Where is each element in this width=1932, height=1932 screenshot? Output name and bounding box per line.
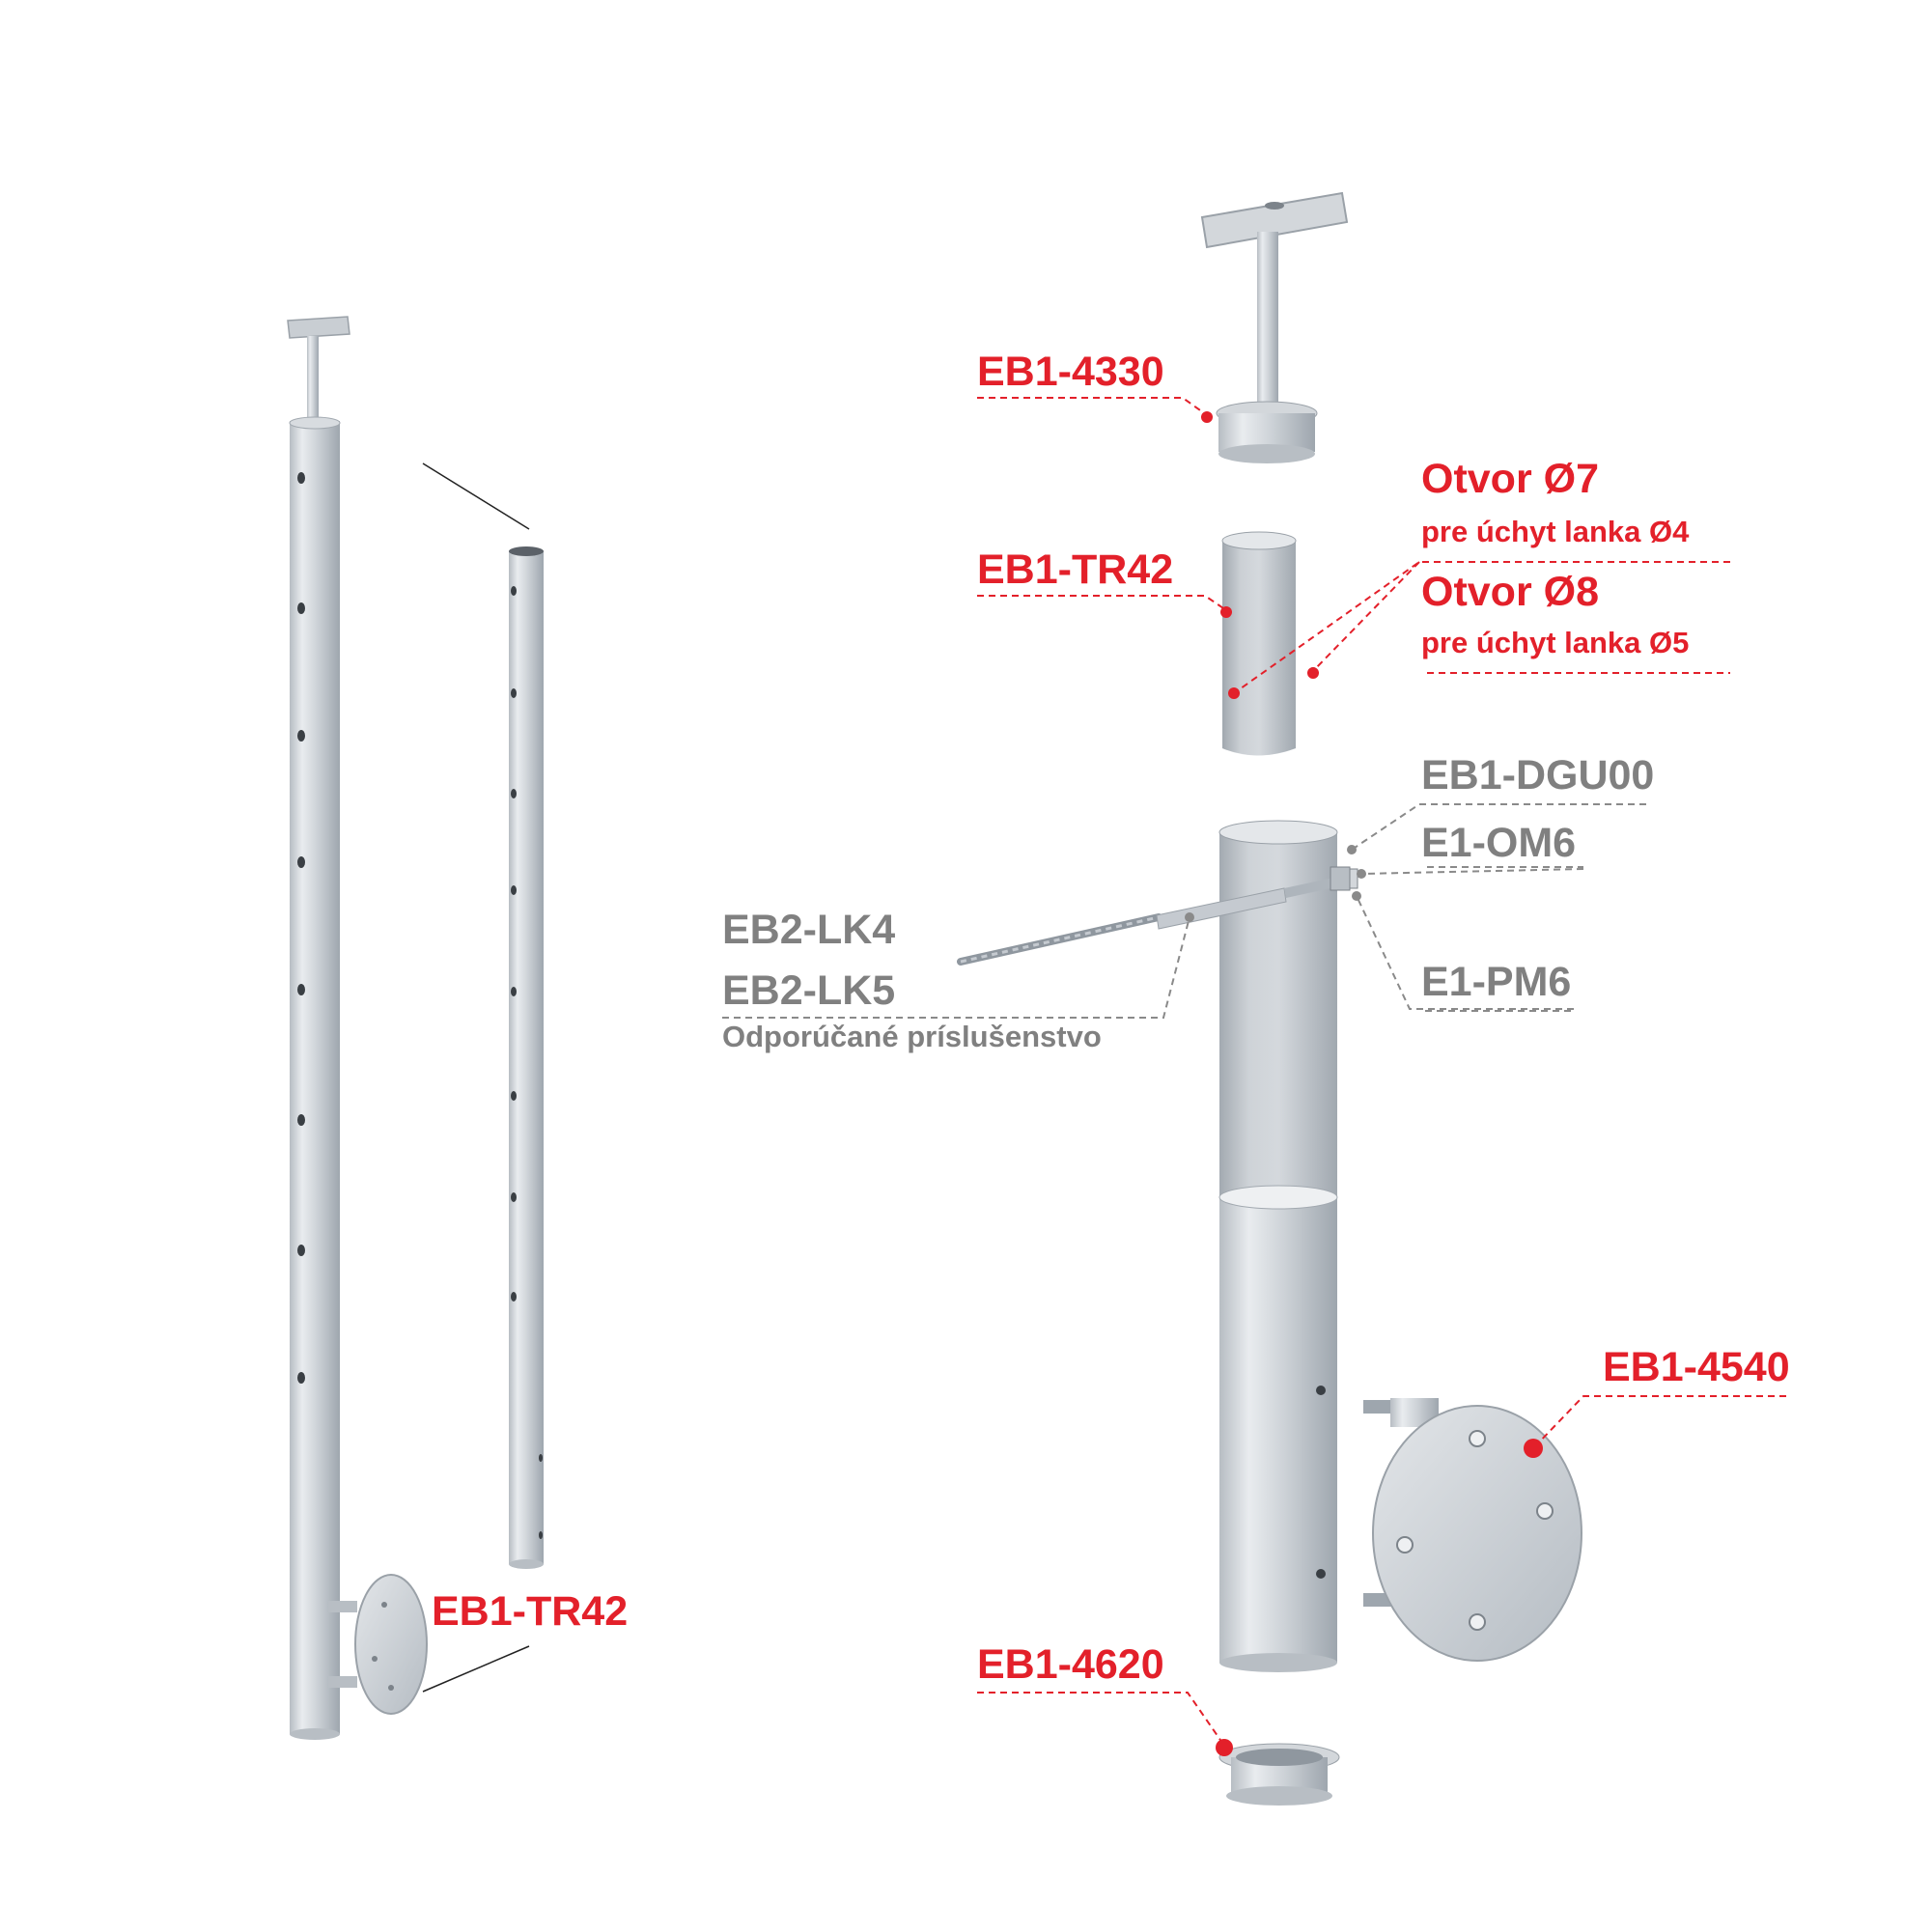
leader-4330 (977, 397, 1208, 416)
label-hole7-title: Otvor Ø7 (1421, 456, 1599, 502)
label-handrail-holder: EB1-4330 (977, 349, 1164, 395)
handrail-stem-small (307, 336, 319, 421)
post-tube (290, 421, 340, 1734)
label-lk4: EB2-LK4 (722, 907, 896, 953)
leader-om6 (1360, 868, 1584, 875)
leader-cable (722, 916, 1190, 1019)
leader-dgu (1351, 803, 1646, 851)
label-left-post: EB1-TR42 (432, 1588, 629, 1635)
tube-cable-holes (511, 586, 543, 1539)
main-tube (1218, 820, 1338, 1672)
label-lk5: EB2-LK5 (722, 967, 896, 1014)
label-dgu: EB1-DGU00 (1421, 752, 1655, 798)
gray-callout-dots (1185, 845, 1366, 922)
leader-4540 (1532, 1395, 1786, 1449)
leader-pm6 (1356, 895, 1574, 1010)
handrail-saddle-small (287, 316, 350, 339)
leader-holes-mid (1312, 561, 1420, 672)
label-hole8-title: Otvor Ø8 (1421, 569, 1599, 615)
label-pm6: E1-PM6 (1421, 959, 1572, 1005)
post-cable-holes (297, 472, 305, 1384)
assembled-post (287, 316, 428, 1740)
label-hole8-sub: pre úchyt lanka Ø5 (1421, 626, 1690, 659)
flange-arm-top (328, 1601, 357, 1612)
leader-tr42 (977, 595, 1227, 611)
detail-line-top (422, 462, 530, 530)
wall-flange-small (354, 1574, 428, 1715)
end-cap (1218, 1743, 1340, 1806)
callout-dots (1201, 411, 1543, 1756)
wall-flange (1363, 1398, 1582, 1662)
flange-arm-bottom (328, 1676, 357, 1688)
label-hole7-sub: pre úchyt lanka Ø4 (1421, 515, 1690, 548)
label-tube-cut: EB1-TR42 (977, 546, 1174, 593)
label-wall-flange: EB1-4540 (1603, 1344, 1790, 1390)
label-accessory-note: Odporúčané príslušenstvo (722, 1020, 1102, 1053)
tube-section-cut (1221, 531, 1317, 756)
bare-tube (509, 546, 544, 1569)
nut (1330, 866, 1351, 891)
label-end-cap: EB1-4620 (977, 1641, 1164, 1688)
detail-line-bottom (422, 1645, 530, 1693)
label-om6: E1-OM6 (1421, 820, 1577, 866)
washer (1349, 868, 1358, 889)
leader-4620 (977, 1692, 1225, 1747)
handrail-holder (1200, 191, 1349, 463)
